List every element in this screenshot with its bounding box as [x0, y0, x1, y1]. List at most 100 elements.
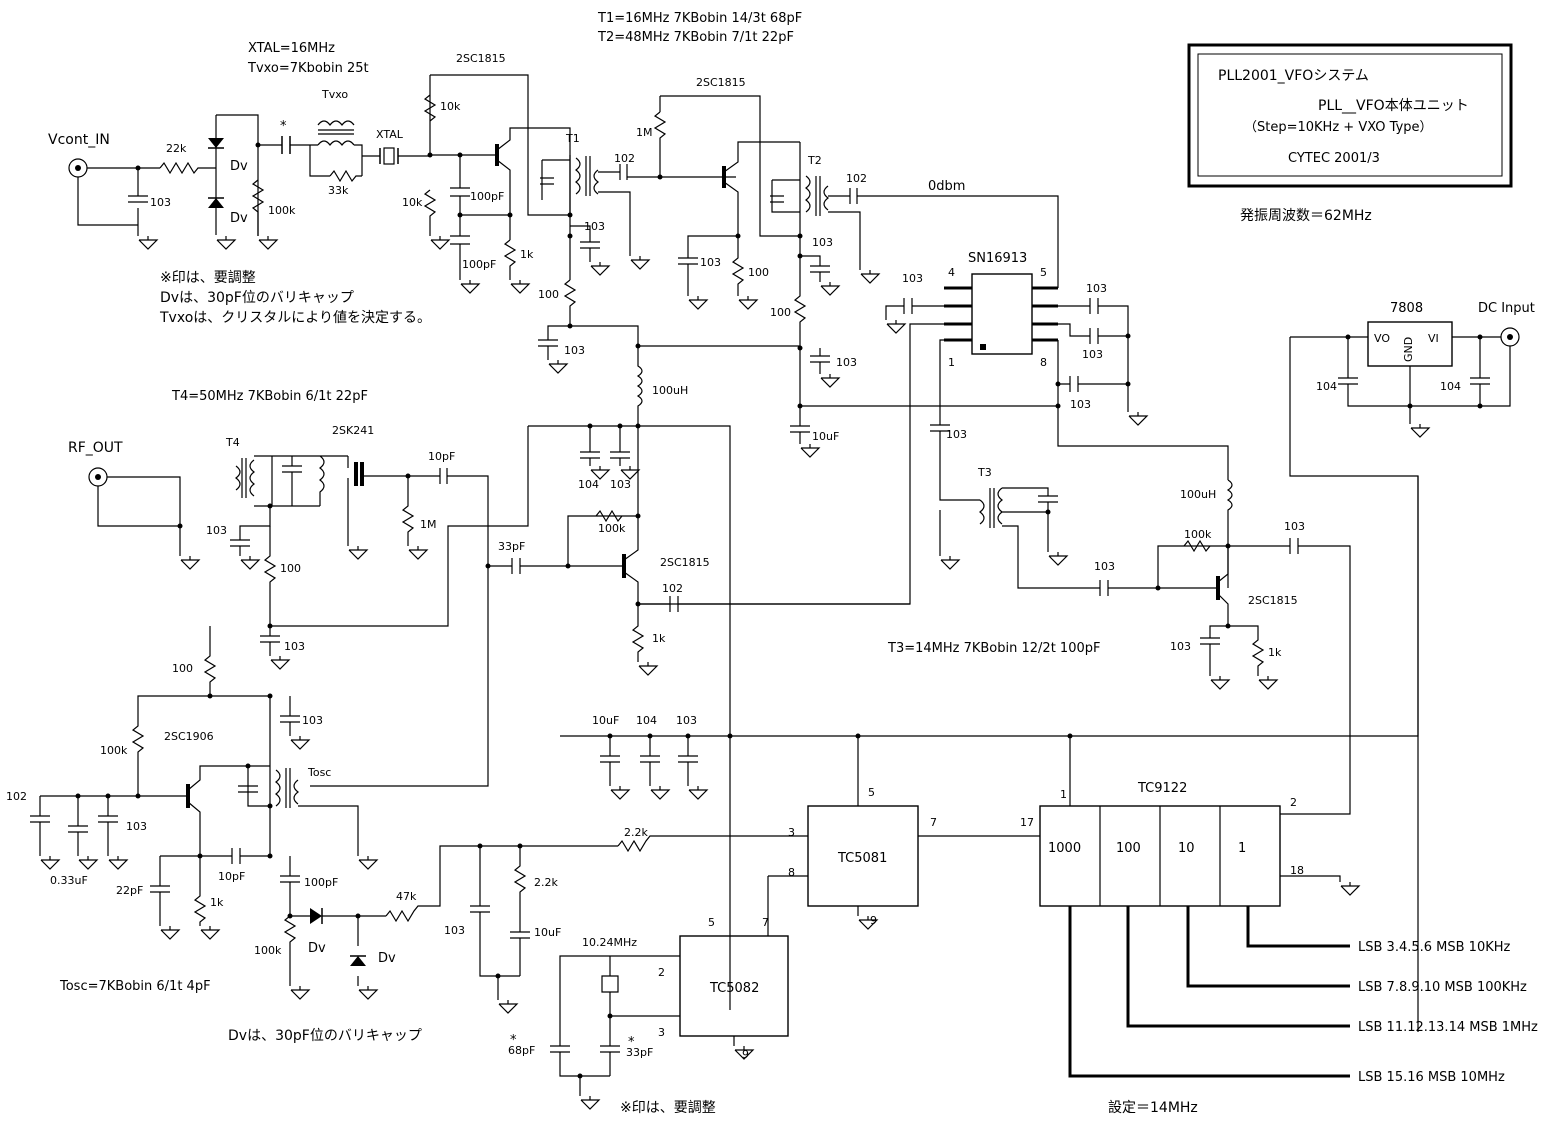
- lbl-104-b: 104: [636, 714, 657, 727]
- pin-c22-18: 18: [1290, 864, 1304, 877]
- lbl-t1: T1: [565, 132, 580, 145]
- lbl-103-q: 103: [126, 820, 147, 833]
- lbl-100-a: 100: [748, 266, 769, 279]
- tc9122-cell-100: 100: [1116, 841, 1141, 856]
- pin-c22-1: 1: [1060, 788, 1067, 801]
- lbl-100uh-b: 100uH: [1180, 488, 1216, 501]
- lbl-102-d: 102: [6, 790, 27, 803]
- lbl-7808: 7808: [1390, 301, 1423, 316]
- lbl-star3: *: [628, 1035, 635, 1050]
- lbl-100pf-c: 100pF: [304, 876, 338, 889]
- pin-c82-5: 5: [708, 916, 715, 929]
- lbl-10pf-b: 10pF: [218, 870, 245, 883]
- title-line3: （Step=10KHz + VXO Type）: [1244, 120, 1433, 135]
- lbl-10-24mhz: 10.24MHz: [582, 936, 637, 949]
- lbl-10uf-b: 10uF: [534, 926, 561, 939]
- note-t2: T2=48MHz 7KBobin 7/1t 22pF: [597, 30, 794, 45]
- regulator-7808: [560, 321, 1511, 1032]
- note-adj2: ※印は、要調整: [620, 1100, 716, 1116]
- lbl-1m-a: 1M: [636, 126, 653, 139]
- pin-sn-1: 1: [948, 356, 955, 369]
- port-vcont-label: Vcont_IN: [48, 132, 110, 148]
- lbl-103-n: 103: [206, 524, 227, 537]
- lbl-reg-gnd: GND: [1402, 337, 1415, 362]
- lbl-10k-b: 10k: [402, 196, 423, 209]
- title-block: PLL2001_VFOシステム PLL__VFO本体ユニット （Step=10K…: [1187, 43, 1513, 188]
- lbl-dv4: Dv: [378, 951, 396, 966]
- lbl-103-a: 103: [150, 196, 171, 209]
- port-dc-label: DC Input: [1478, 301, 1535, 316]
- lbl-1m-b: 1M: [420, 518, 437, 531]
- lbl-103-u: 103: [1284, 520, 1305, 533]
- title-line1: PLL2001_VFOシステム: [1218, 68, 1369, 84]
- lbl-104-d: 104: [1440, 380, 1461, 393]
- t2-transformer: [770, 142, 1059, 348]
- lbl-star1: *: [280, 119, 287, 134]
- lbl-100k-d: 100k: [254, 944, 282, 957]
- lbl-1k-a: 1k: [520, 248, 534, 261]
- pin-c81-9: 9: [870, 914, 877, 927]
- pin-c81-7: 7: [930, 816, 937, 829]
- lbl-103-p: 103: [302, 714, 323, 727]
- note-tvxo-val: Tvxoは、クリスタルにより値を決定する。: [159, 310, 431, 326]
- lbl-q2: 2SC1815: [696, 76, 746, 89]
- lbl-100pf-b: 100pF: [462, 258, 496, 271]
- lbl-100k-e: 100k: [1184, 528, 1212, 541]
- sn16913-mixer: [640, 273, 1229, 605]
- connector-vcont: [68, 158, 88, 178]
- lbl-10k-a: 10k: [440, 100, 461, 113]
- lbl-100uh-a: 100uH: [652, 384, 688, 397]
- t1-transformer: [540, 155, 736, 280]
- lbl-100-d: 100: [280, 562, 301, 575]
- lbl-q5: 2SC1815: [1248, 594, 1298, 607]
- lbl-102-c: 102: [662, 582, 683, 595]
- lbl-100-e: 100: [172, 662, 193, 675]
- lbl-reg-vi: VI: [1428, 332, 1439, 345]
- lbl-10uf-a: 10uF: [812, 430, 839, 443]
- lbl-100k-a: 100k: [268, 204, 296, 217]
- pin-c81-8: 8: [788, 866, 795, 879]
- lbl-47k: 47k: [396, 890, 417, 903]
- tc9122-box: [1039, 805, 1360, 1078]
- lbl-tc5082: TC5082: [709, 981, 759, 996]
- lbl-103-o: 103: [284, 640, 305, 653]
- note-dv2: Dvは、30pF位のバリキャップ: [228, 1028, 422, 1044]
- lbl-sn16913: SN16913: [968, 251, 1027, 266]
- lbl-t3: T3: [977, 466, 992, 479]
- lbl-t4: T4: [225, 436, 240, 449]
- lbl-100k-b: 100k: [598, 522, 626, 535]
- junction-dots: [75, 142, 1483, 1079]
- lbl-dv3: Dv: [308, 941, 326, 956]
- tc5081-box: [767, 805, 1040, 936]
- lbl-star2: *: [510, 1033, 517, 1048]
- rf-out-stage: [97, 426, 529, 787]
- pin-c82-7: 7: [762, 916, 769, 929]
- loop-filter: [470, 835, 808, 1014]
- lbl-103-c: 103: [700, 256, 721, 269]
- lbl-22k-c: 2.2k: [534, 876, 558, 889]
- lbl-q4: 2SC1815: [660, 556, 710, 569]
- title-line4: CYTEC 2001/3: [1288, 151, 1380, 166]
- lbl-100k-c: 100k: [100, 744, 128, 757]
- lbl-q6: 2SC1906: [164, 730, 214, 743]
- vxo-section: [77, 114, 430, 250]
- pin-c22-2: 2: [1290, 796, 1297, 809]
- lbl-103-i: 103: [1082, 348, 1103, 361]
- note-t3: T3=14MHz 7KBobin 12/2t 100pF: [887, 641, 1100, 656]
- setting-freq: 設定＝14MHz: [1108, 1100, 1198, 1116]
- note-t4: T4=50MHz 7KBobin 6/1t 22pF: [171, 389, 368, 404]
- bcd-line-100khz: LSB 7.8.9.10 MSB 100KHz: [1358, 980, 1527, 995]
- note-t1: T1=16MHz 7KBobin 14/3t 68pF: [597, 11, 802, 26]
- t3-q5-stage: [930, 424, 1351, 815]
- lbl-103-r: 103: [444, 924, 465, 937]
- lbl-dv1: Dv: [230, 159, 248, 174]
- lbl-102-a: 102: [614, 152, 635, 165]
- lbl-xtal: XTAL: [376, 128, 404, 141]
- lbl-q3: 2SK241: [332, 424, 374, 437]
- lbl-reg-vo: VO: [1374, 332, 1390, 345]
- lbl-10pf-a: 10pF: [428, 450, 455, 463]
- pin-c82-2: 2: [658, 966, 665, 979]
- tc9122-cell-1: 1: [1238, 841, 1246, 856]
- bcd-line-10khz: LSB 3.4.5.6 MSB 10KHz: [1358, 940, 1511, 955]
- lbl-22k: 22k: [166, 142, 187, 155]
